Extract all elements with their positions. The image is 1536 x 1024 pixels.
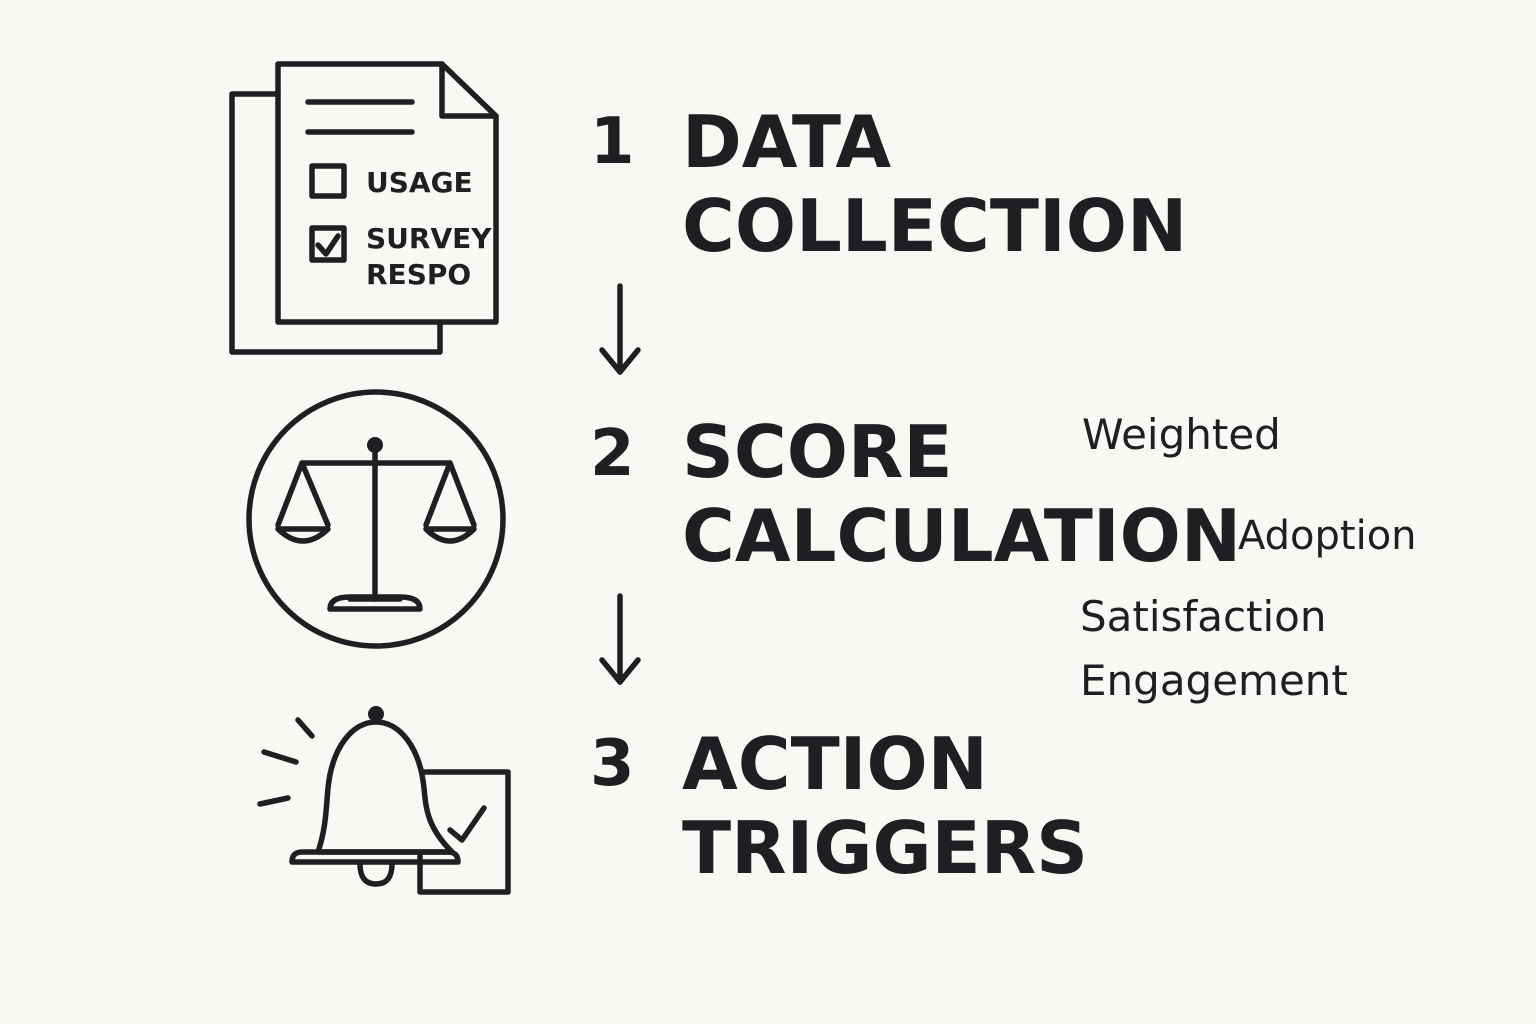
arrow-down-icon (598, 592, 642, 692)
factor-engagement: Engagement (1080, 656, 1348, 705)
step-3-title-line2: TRIGGERS (682, 806, 1089, 890)
check-icon (447, 805, 487, 843)
scales-icon (244, 387, 514, 657)
step-2-title: SCORE CALCULATION (682, 410, 1241, 578)
step-3-title: ACTION TRIGGERS (682, 722, 1088, 890)
factor-weighted: Weighted (1082, 410, 1281, 459)
bell-alert-icon (252, 700, 522, 900)
step-3-title-line1: ACTION (682, 722, 988, 806)
check-icon (315, 233, 341, 257)
usage-label: USAGE (366, 166, 473, 199)
step-1-number: 1 (590, 105, 635, 179)
survey-label: SURVEY (366, 222, 492, 255)
step-2-title-line2: CALCULATION (682, 494, 1242, 578)
survey-checkbox (309, 225, 347, 263)
document-checklist-icon: USAGE SURVEY RESPO (220, 52, 510, 362)
step-2-title-line1: SCORE (682, 410, 953, 494)
factor-adoption: Adoption (1238, 513, 1417, 559)
step-1-title: DATA COLLECTION (682, 100, 1187, 268)
respo-label: RESPO (366, 258, 471, 291)
usage-checkbox (309, 163, 347, 199)
arrow-down-icon (598, 282, 642, 382)
step-3-number: 3 (590, 727, 635, 801)
step-1-title-line2: COLLECTION (682, 184, 1188, 268)
factor-satisfaction: Satisfaction (1080, 592, 1327, 641)
step-1-title-line1: DATA (682, 100, 892, 184)
step-2-number: 2 (590, 417, 635, 491)
